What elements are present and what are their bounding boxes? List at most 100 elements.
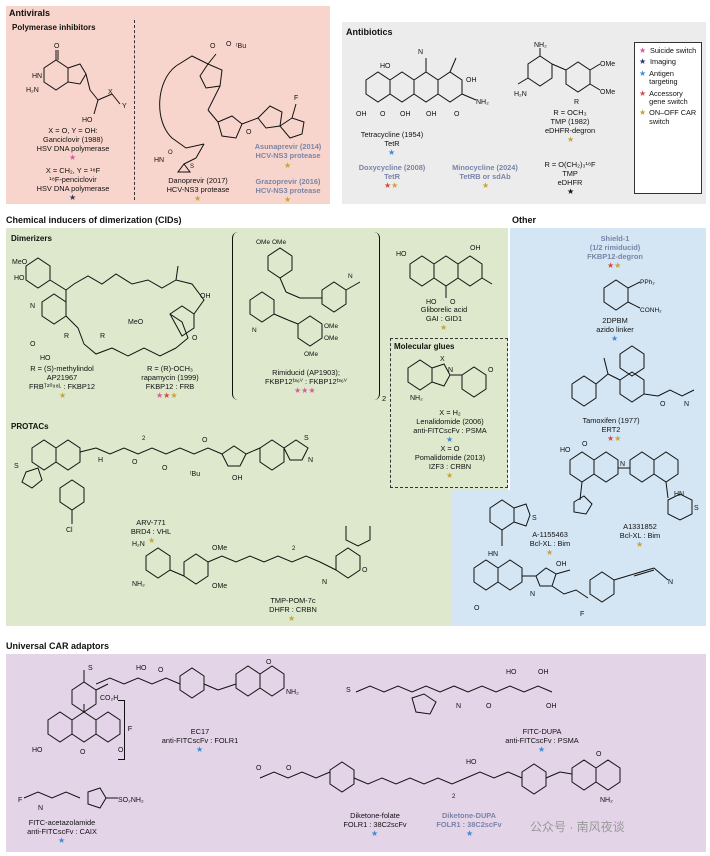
tmp2-star-imaging: ★	[567, 187, 575, 196]
svg-text:O: O	[132, 459, 138, 466]
asunaprevir-star-onoff: ★	[284, 161, 292, 170]
svg-text:N: N	[252, 327, 257, 334]
fitc-bracket	[118, 700, 125, 760]
svg-text:NH₂: NH₂	[132, 581, 145, 588]
svg-text:O: O	[266, 659, 272, 666]
svg-text:OMe: OMe	[212, 583, 227, 590]
gibberellic-caption: Gliborelic acid GAI : GID1	[420, 305, 468, 323]
svg-text:X: X	[108, 89, 113, 96]
svg-text:HO: HO	[32, 747, 43, 754]
svg-text:O: O	[596, 751, 602, 758]
watermark: 公众号 · 南风夜谈	[530, 820, 625, 834]
svg-text:H: H	[98, 457, 103, 464]
svg-text:O: O	[210, 43, 216, 50]
svg-text:HO: HO	[380, 63, 391, 70]
svg-text:PPh₂: PPh₂	[640, 279, 655, 286]
dk-folate-star-targeting: ★	[371, 829, 379, 838]
svg-text:OMe: OMe	[256, 239, 270, 246]
svg-text:N: N	[38, 805, 43, 812]
svg-text:HO: HO	[14, 275, 25, 282]
svg-text:O: O	[80, 749, 86, 756]
svg-text:N: N	[448, 367, 453, 374]
gibberellic-star-onoff: ★	[440, 323, 448, 332]
svg-text:NH₂: NH₂	[476, 99, 489, 106]
rimiducid-subscript: 2	[381, 394, 387, 403]
svg-text:MeO: MeO	[12, 259, 28, 266]
polymerase-inhibitors-title: Polymerase inhibitors	[12, 23, 96, 32]
antivirals-title: Antivirals	[9, 8, 51, 18]
svg-text:O: O	[660, 401, 666, 408]
protacs-title: PROTACs	[11, 422, 49, 431]
svg-text:N: N	[620, 461, 625, 468]
gibberellic-structure: HO OH HO O	[396, 238, 496, 308]
legend-item-onoff: ★ON–OFF CAR switch	[639, 108, 697, 126]
svg-text:S: S	[190, 164, 194, 170]
ec17-structure: HO O NH₂ O	[96, 654, 316, 714]
shield-stars: ★★	[607, 261, 622, 270]
rapamycin-caption: R = (R)-OCH₃ rapamycin (1999) FKBP12 : F…	[141, 364, 199, 391]
svg-text:OMe: OMe	[212, 545, 227, 552]
tamoxifen-structure: O N	[562, 344, 702, 414]
legend-item-targeting: ★Antigen targeting	[639, 68, 678, 87]
svg-text:OH: OH	[232, 475, 243, 482]
dk-dupa-star-targeting: ★	[466, 829, 474, 838]
svg-text:N: N	[348, 273, 353, 280]
danoprevir-star-onoff: ★	[194, 194, 202, 203]
dimerizers-title: Dimerizers	[11, 234, 52, 243]
a1331852-structure: HO O N HN S	[560, 440, 706, 540]
svg-text:O: O	[450, 299, 456, 306]
svg-text:HO: HO	[466, 759, 477, 766]
svg-text:NH₂: NH₂	[600, 797, 613, 804]
tamoxifen-caption: Tamoxifen (1977) ERT2	[582, 416, 640, 434]
svg-text:CONH₂: CONH₂	[640, 307, 662, 314]
svg-text:R: R	[100, 333, 105, 340]
diketone-structure: O O HO 2 NH₂ O	[256, 748, 696, 818]
a1155463-caption: A-1155463 Bcl-XL : Bim	[529, 530, 571, 548]
svg-text:O: O	[474, 605, 480, 612]
ganciclovir-star-suicide: ★	[69, 153, 77, 162]
svg-text:2: 2	[452, 794, 456, 800]
svg-text:OH: OH	[556, 561, 567, 568]
penciclovir-star-imaging: ★	[69, 193, 77, 202]
svg-text:O: O	[30, 341, 36, 348]
svg-text:S: S	[88, 665, 93, 672]
fitc-acet-caption: FITC-acetazolamide anti-FITCscFv : CAIX	[27, 818, 97, 836]
rimiducid-stars: ★★★	[294, 386, 316, 395]
grazoprevir-star-onoff: ★	[284, 195, 292, 204]
rimiducid-caption: Rimiducid (AP1903); FKBP12ᶠ³⁶ⱽ : FKBP12ᶠ…	[265, 368, 347, 386]
svg-text:F: F	[580, 611, 584, 618]
svg-text:O: O	[380, 111, 386, 118]
svg-text:OMe: OMe	[304, 351, 318, 358]
svg-text:N: N	[418, 49, 423, 56]
fitc-bracket-label: F	[127, 724, 133, 733]
tmp1-star-onoff: ★	[567, 135, 575, 144]
svg-text:N: N	[684, 401, 689, 408]
molecular-glues-title: Molecular glues	[394, 342, 455, 351]
tetracycline-structure: N NH₂ OH O OH OH O OH HO	[356, 40, 506, 124]
svg-text:HO: HO	[426, 299, 437, 306]
panel-divider	[134, 20, 135, 200]
a1155463-structure: HN S OH N O	[470, 498, 600, 626]
svg-text:HN: HN	[32, 73, 42, 80]
svg-text:MeO: MeO	[128, 319, 144, 326]
arv771-structure: Cl S S N O O ᵗBu OH O 2 H	[12, 428, 342, 548]
svg-text:NH₂: NH₂	[410, 395, 423, 402]
svg-text:CO₂H: CO₂H	[100, 695, 118, 702]
tmp1-caption: R = OCH₃ TMP (1982) eDHFR-degron	[544, 108, 596, 135]
svg-text:O: O	[226, 41, 232, 48]
tamoxifen-stars: ★★	[607, 434, 622, 443]
svg-text:2: 2	[142, 436, 146, 442]
a1331852-star-onoff: ★	[636, 540, 644, 549]
fitc-dupa-caption: FITC-DUPA anti-FITCscFv : PSMA	[505, 727, 579, 745]
svg-text:HO: HO	[82, 117, 93, 124]
car-panel	[6, 654, 706, 852]
svg-text:OH: OH	[470, 245, 481, 252]
lenalidomide-caption: X = H₂ Lenalidomide (2006) anti-FITCscFv…	[413, 408, 487, 435]
svg-text:S: S	[346, 687, 351, 694]
svg-text:O: O	[162, 465, 168, 472]
penciclovir-caption: X = CH₂, Y = ¹⁸F ¹⁸F-penciclovir HSV DNA…	[36, 166, 110, 193]
doxycycline-caption: Doxycycline (2008) TetR	[358, 163, 426, 181]
svg-text:N: N	[456, 703, 461, 710]
antibiotics-panel: Antibiotics N NH₂ OH O OH OH O OH HO Tet…	[342, 22, 706, 204]
svg-text:H₂N: H₂N	[514, 91, 527, 98]
